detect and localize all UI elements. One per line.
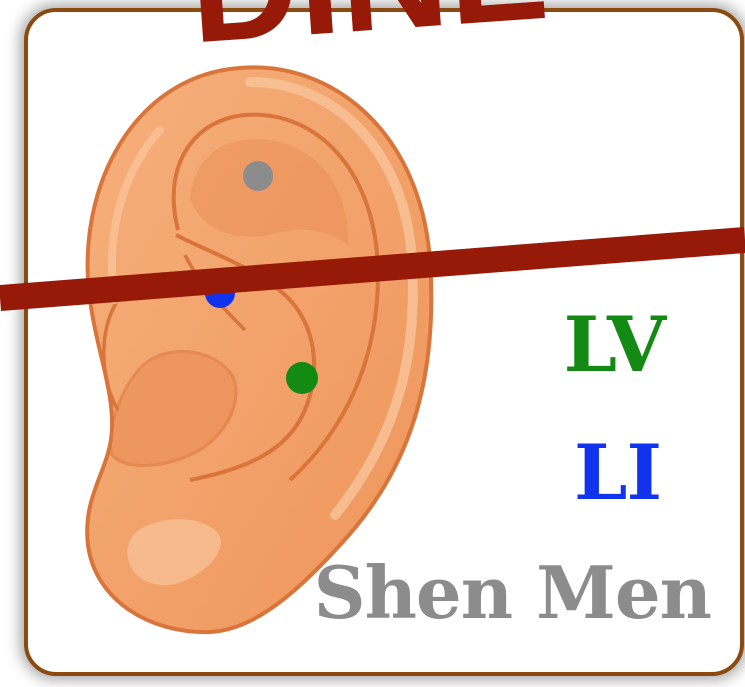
shen-men-label: Shen Men [314, 550, 711, 635]
lv-label: LV [564, 300, 665, 389]
watermark-text: DINE [184, 0, 553, 74]
li-label: LI [574, 428, 661, 517]
shen-men-point [243, 161, 273, 191]
lv-point [286, 362, 318, 394]
